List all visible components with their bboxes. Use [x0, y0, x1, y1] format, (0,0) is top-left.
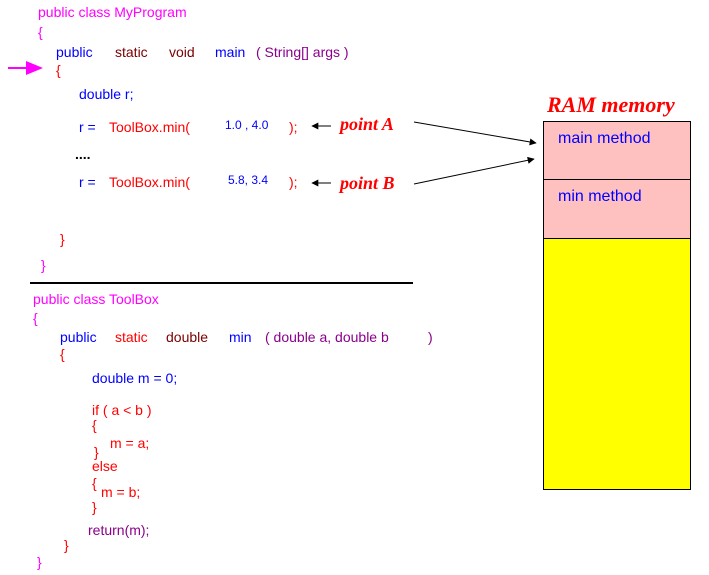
decl-m: double m = 0; [92, 370, 178, 386]
assign-m-b: m = b; [101, 484, 141, 500]
call2-end: ); [289, 174, 298, 190]
return-statement: return(m); [88, 522, 150, 538]
call1-lhs: r = [79, 119, 96, 135]
min-double-keyword: double [166, 329, 209, 345]
if-line: if ( a < b ) [92, 402, 152, 418]
main-open-brace: { [56, 62, 61, 78]
main-params: ( String[] args ) [256, 44, 349, 60]
call1-function: ToolBox.min( [109, 119, 190, 135]
call1-end: ); [289, 119, 298, 135]
point-b-to-ram-arrow [413, 156, 535, 185]
min-method-frame: min method [543, 179, 691, 239]
min-params-close: ) [428, 329, 433, 345]
myprogram-close-brace: } [41, 257, 46, 273]
point-a-label: point A [340, 114, 394, 134]
toolbox-class-decl: public class ToolBox [33, 291, 159, 307]
main-method-frame-label: main method [558, 130, 651, 147]
main-method-name: main [215, 44, 246, 60]
call2-lhs: r = [79, 174, 96, 190]
min-open-brace: { [60, 346, 65, 362]
min-static-keyword: static [115, 329, 148, 345]
assign-m-a: m = a; [110, 435, 150, 451]
point-a-to-ram-arrow [413, 121, 537, 146]
main-public-keyword: public [56, 44, 93, 60]
point-b-label: point B [340, 173, 395, 193]
ellipsis: .... [75, 146, 91, 162]
min-method-frame-label: min method [558, 188, 642, 205]
toolbox-open-brace: { [33, 310, 38, 326]
min-close-brace: } [64, 537, 69, 553]
current-line-arrow-icon [8, 61, 43, 75]
main-method-frame: main method [543, 121, 691, 180]
free-memory-area [543, 238, 691, 490]
else-keyword: else [92, 458, 118, 474]
main-static-keyword: static [115, 44, 148, 60]
min-public-keyword: public [60, 329, 97, 345]
else-open-brace: { [92, 475, 97, 491]
main-void-keyword: void [169, 44, 195, 60]
decl-r: double r; [79, 86, 134, 102]
myprogram-open-brace: { [38, 24, 43, 40]
if-close-brace: } [94, 444, 99, 460]
else-close-brace: } [92, 499, 97, 515]
ram-memory-title: RAM memory [547, 92, 675, 117]
min-method-name: min [229, 329, 252, 345]
myprogram-class-decl: public class MyProgram [38, 4, 187, 20]
call2-args: 5.8, 3.4 [228, 173, 269, 187]
min-params: ( double a, double b [265, 329, 389, 345]
call2-function: ToolBox.min( [109, 174, 190, 190]
call1-args: 1.0 , 4.0 [225, 118, 269, 132]
if-open-brace: { [92, 417, 97, 433]
main-close-brace: } [60, 231, 65, 247]
toolbox-close-brace: } [37, 554, 42, 570]
